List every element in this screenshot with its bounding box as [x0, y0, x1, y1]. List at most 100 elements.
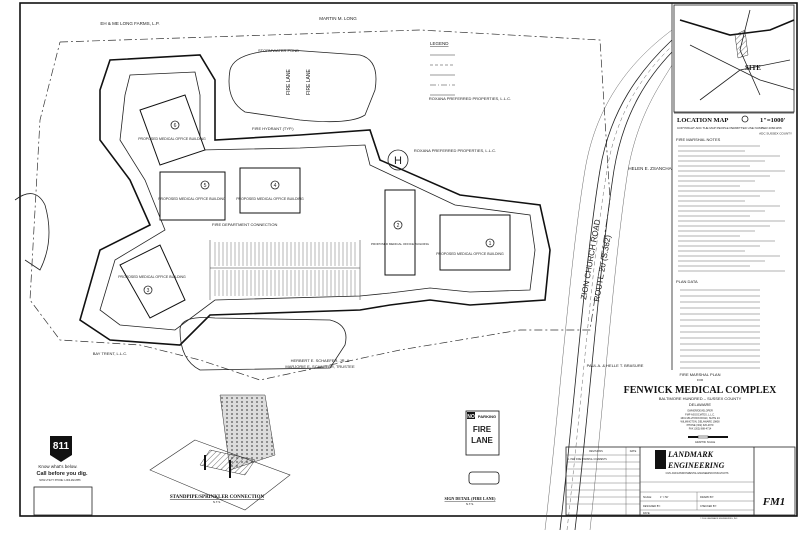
sign-lane: LANE — [471, 436, 493, 445]
date-header: DATE — [630, 450, 637, 453]
811-logo: 811 — [53, 441, 70, 452]
standpipe-title: STANDPIPE/SPRINKLER CONNECTION — [170, 495, 265, 500]
firm-name-1: LANDMARK — [667, 450, 714, 459]
tow-away-plate — [468, 471, 500, 485]
revision-entry: 1. PER FIRE MARSHAL COMMENTS — [568, 458, 607, 461]
project-name: FENWICK MEDICAL COMPLEX — [624, 385, 778, 396]
revisions-header: REVISIONS — [589, 450, 603, 453]
fdc-label: FIRE DEPARTMENT CONNECTION — [212, 222, 277, 227]
north-arrow-icon — [741, 115, 749, 123]
legend-title: LEGEND — [430, 41, 449, 46]
building-5: 5 PROPOSED MEDICAL OFFICE BUILDING — [158, 171, 226, 221]
heliport-label: H — [394, 155, 402, 167]
map-county: ADC SUSSEX COUNTY — [759, 132, 792, 136]
building-4: 4 PROPOSED MEDICAL OFFICE BUILDING — [236, 167, 304, 214]
owner-line: PHONE (302) 326-2979 — [687, 424, 714, 427]
parcel-e: HELEN E. ZSANCHA — [628, 166, 671, 171]
pond-west — [14, 193, 50, 271]
parcel-s-line2: MARJORIE E. SCHAEFER, TRUSTEE — [285, 364, 355, 369]
location-map-scale: 1"=1000' — [760, 117, 786, 124]
owner-line: 1601 MILLTOWN ROAD, SUITE 24 — [680, 417, 720, 420]
building-number: 1 — [489, 241, 492, 247]
building-label: PROPOSED MEDICAL OFFICE BUILDING — [158, 197, 226, 201]
sign-parking: PARKING — [478, 414, 496, 419]
location-map-title: LOCATION MAP — [677, 117, 728, 124]
property-boundary — [29, 29, 611, 381]
title-block: REVISIONS DATE 1. PER FIRE MARSHAL COMME… — [565, 446, 796, 520]
fire-lane-markings: FIRE LANE FIRE LANE FIRE HYDRANT (TYP.) … — [212, 48, 312, 227]
call-before-dig: Call before you dig. — [36, 471, 88, 477]
sheet-border — [19, 2, 798, 517]
miss-utility-811: 811 Know what's below. Call before you d… — [33, 436, 93, 516]
heliport-pad: H — [387, 149, 409, 171]
parcel-n: MARTIN M. LONG — [319, 16, 357, 21]
owner-line: FAX (302) 888-4714 — [689, 428, 712, 431]
project-title: FIRE MARSHAL PLAN FOR FENWICK MEDICAL CO… — [624, 372, 778, 444]
parking-lots — [79, 54, 551, 346]
know-whats-below: Know what's below. — [38, 464, 77, 469]
plan-type: FIRE MARSHAL PLAN — [680, 372, 721, 377]
building-number: 6 — [174, 123, 177, 129]
sign-detail-title: SIGN DETAIL (FIRE LANE) — [445, 496, 497, 501]
graphic-scale: GRAPHIC SCALE — [688, 435, 728, 444]
legend: LEGEND — [430, 41, 455, 96]
fire-marshal-notes-title: FIRE MARSHAL NOTES — [676, 137, 721, 142]
building-label: PROPOSED MEDICAL OFFICE BUILDING — [236, 197, 304, 201]
owner-line: WILMINGTON, DELAWARE 19808 — [680, 421, 720, 424]
parcel-nw: EH & ME LONG FARMS, L.P. — [100, 21, 159, 26]
project-location: BALTIMORE HUNDRED – SUSSEX COUNTY — [659, 396, 742, 401]
firm-subtitle: CIVIL AND ENVIRONMENTAL ENGINEERS/CONSUL… — [666, 472, 729, 475]
scale-value: 1" = 50' — [660, 496, 669, 499]
for-label: FOR — [697, 378, 704, 382]
project-state: DELAWARE — [689, 402, 711, 407]
building-number: 5 — [204, 183, 207, 189]
building-label: PROPOSED MEDICAL OFFICE BUILDING — [138, 137, 206, 141]
plan-data-title: PLAN DATA — [676, 279, 698, 284]
parcel-s-line1: HERBERT E. SCHAEFER, JR. & — [291, 358, 350, 363]
copyright: © 2006 LANDMARK ENGINEERING, INC. — [700, 517, 738, 520]
location-map: SITE LOCATION MAP 1"=1000' COPYRIGHT ADC… — [673, 4, 795, 136]
parcel-sw: BAY TRENT, L.L.C. — [93, 351, 127, 356]
stormwater-pond-south — [179, 317, 347, 371]
building-3: 3 PROPOSED MEDICAL OFFICE BUILDING — [118, 244, 186, 319]
parcel-ne1: ROXANA PREFERRED PROPERTIES, L.L.C. — [429, 96, 511, 101]
stormwater-pond-north — [228, 49, 377, 123]
parcel-ne2: ROXANA PREFERRED PROPERTIES, L.L.C. — [414, 148, 496, 153]
fire-lane-label: FIRE LANE — [286, 68, 292, 95]
scale-label: SCALE: — [643, 496, 652, 499]
site-label: SITE — [745, 64, 761, 72]
parcel-labels: EH & ME LONG FARMS, L.P. MARTIN M. LONG … — [93, 16, 672, 369]
map-copyright: COPYRIGHT ADC THE MAP PEOPLE PERMITTED U… — [677, 126, 782, 130]
graphic-scale-label: GRAPHIC SCALE — [695, 441, 716, 444]
standpipe-detail: STANDPIPE/SPRINKLER CONNECTION N.T.S. — [149, 394, 291, 511]
building-label: PROPOSED MEDICAL OFFICE BUILDING — [436, 252, 504, 256]
designed-by: DESIGNED BY: — [643, 505, 661, 508]
date-label: DATE: — [643, 512, 650, 515]
landmark-engineering-logo: LANDMARK ENGINEERING CIVIL AND ENVIRONME… — [655, 450, 729, 475]
sign-no: NO — [467, 414, 475, 420]
sign-fire: FIRE — [473, 425, 492, 434]
sheet-number: FM1 — [762, 496, 786, 508]
building-label: PROPOSED MEDICAL OFFICE BUILDING — [371, 242, 430, 246]
building-1: 1 PROPOSED MEDICAL OFFICE BUILDING — [436, 214, 511, 271]
miss-utility-phone: MISS UTILITY PHONE: 1-800-282-8555 — [39, 480, 81, 482]
fire-hydrant-label: FIRE HYDRANT (TYP.) — [252, 126, 294, 131]
building-number: 4 — [274, 183, 277, 189]
parcel-se: PAUL A. & HELLE T. BRASURE — [587, 363, 644, 368]
building-number: 2 — [397, 223, 400, 229]
fire-lane-sign-detail: NO PARKING FIRE LANE SIGN DETAIL (FIRE L… — [445, 410, 500, 506]
owner-line: FMP ASSOCIATES, L.L.C. — [685, 414, 715, 417]
pond-label: STORMWATER POND — [258, 48, 299, 53]
standpipe-nts: N.T.S. — [213, 500, 221, 504]
owner-heading: OWNER/DEVELOPER — [687, 410, 713, 413]
firm-name-2: ENGINEERING — [667, 461, 725, 470]
building-2: 2 PROPOSED MEDICAL OFFICE BUILDING — [371, 189, 430, 276]
fire-lane-label: FIRE LANE — [306, 68, 312, 95]
drawn-by: DRAWN BY: — [700, 496, 714, 499]
sign-nts: N.T.S. — [466, 502, 474, 506]
building-label: PROPOSED MEDICAL OFFICE BUILDING — [118, 275, 186, 279]
fire-marshal-notes: FIRE MARSHAL NOTES PLAN DATA — [676, 137, 785, 369]
building-6: 6 PROPOSED MEDICAL OFFICE BUILDING — [138, 94, 206, 166]
building-number: 3 — [147, 288, 150, 294]
